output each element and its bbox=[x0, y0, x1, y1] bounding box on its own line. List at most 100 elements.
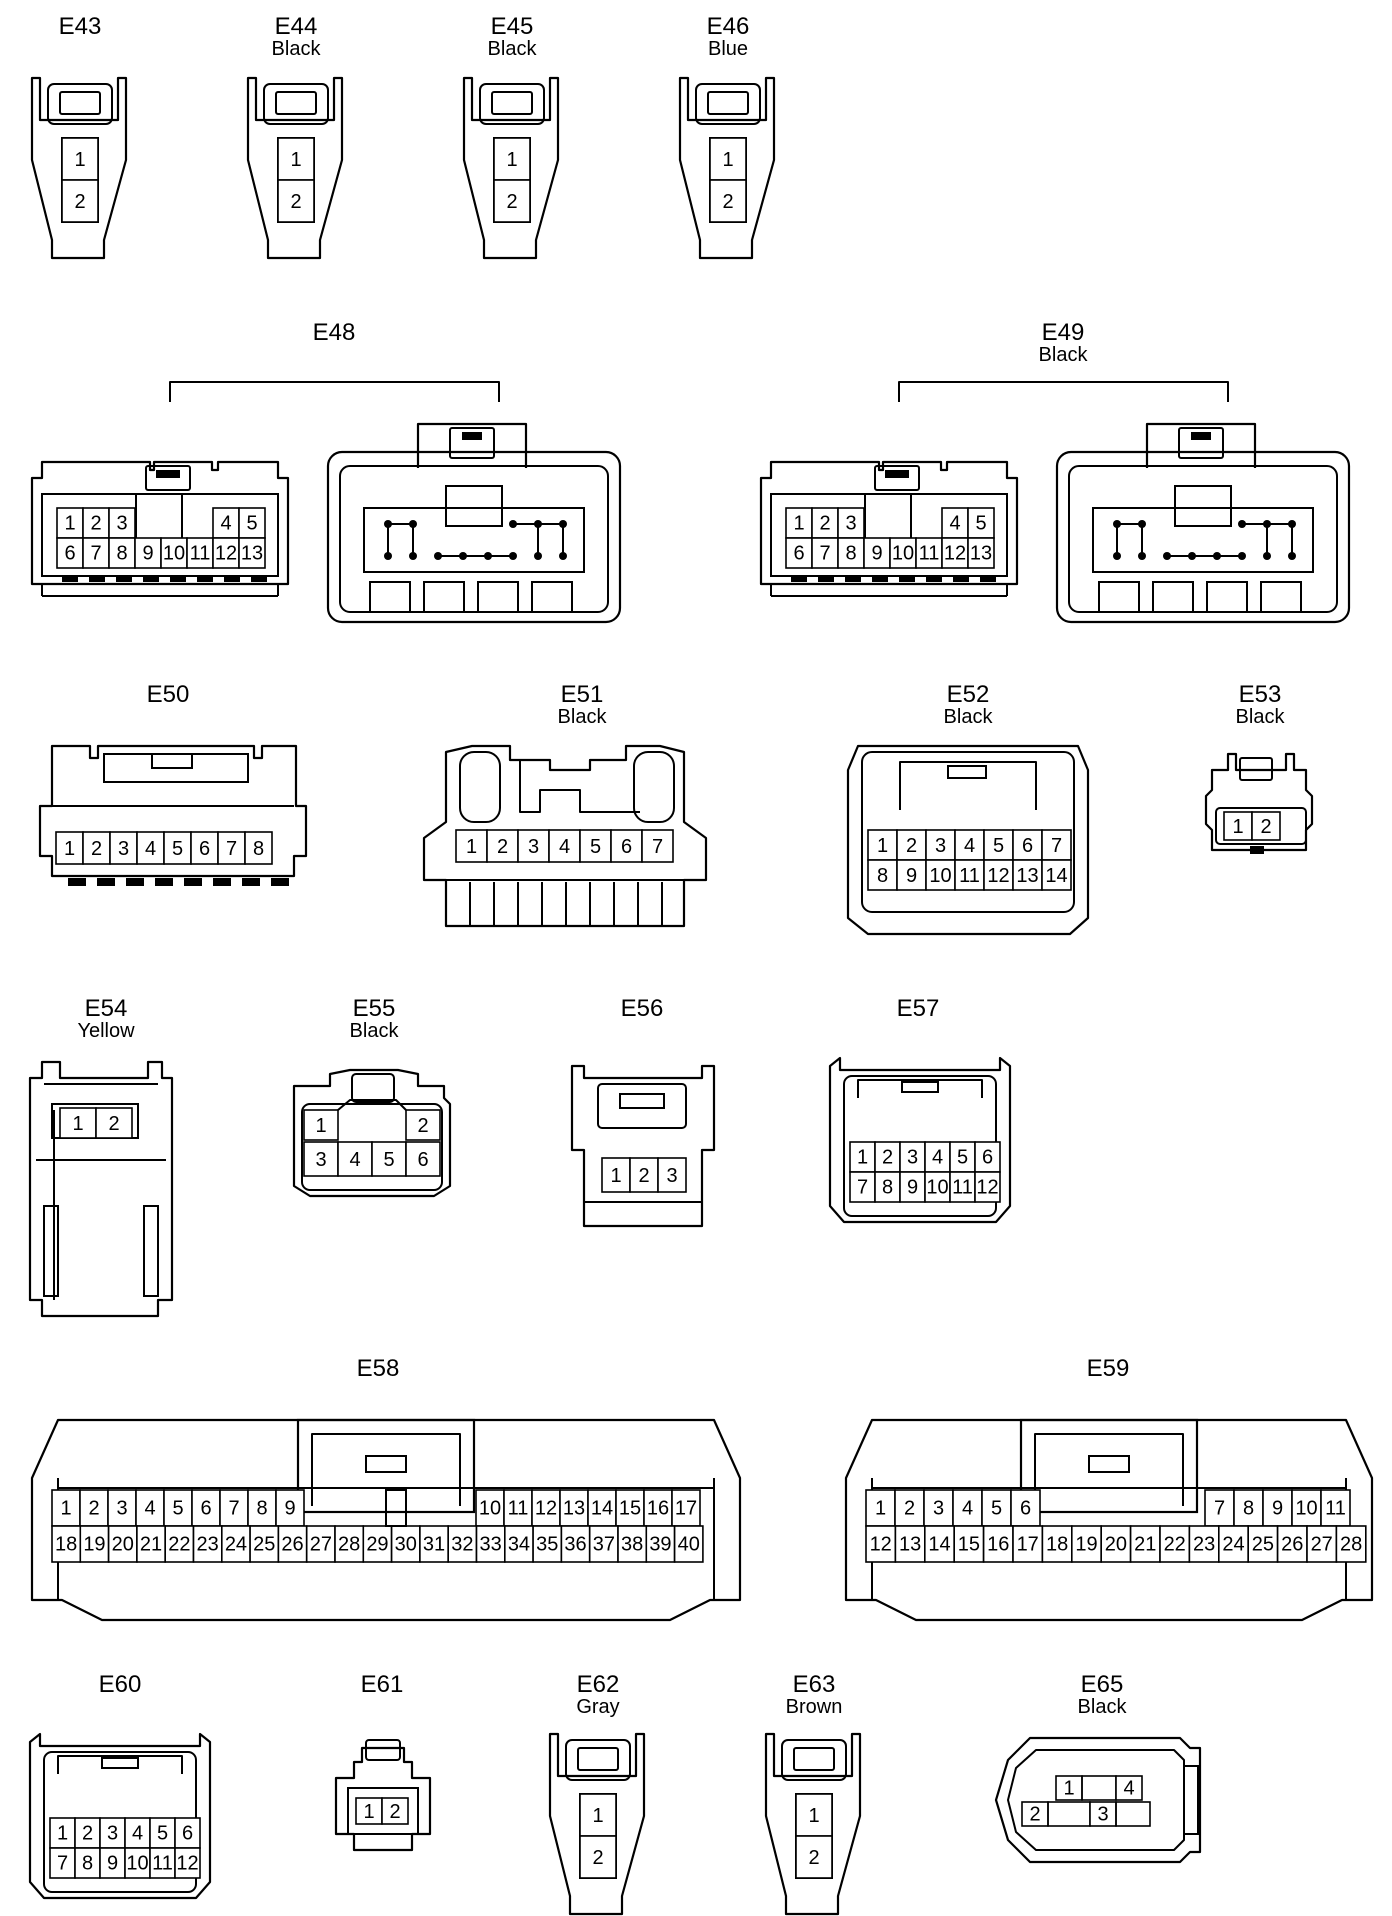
connector-code: E63 bbox=[793, 1671, 836, 1698]
connector-body bbox=[246, 76, 344, 260]
pin-number: 26 bbox=[1281, 1534, 1303, 1556]
pin-number: 34 bbox=[508, 1534, 530, 1556]
pin-number: 2 bbox=[82, 1823, 93, 1845]
connector-code: E57 bbox=[897, 995, 940, 1022]
pin-number: 12 bbox=[987, 865, 1009, 887]
pin-number: 13 bbox=[563, 1498, 585, 1520]
connector-body bbox=[828, 1056, 1012, 1224]
pin-number: 1 bbox=[610, 1165, 621, 1187]
pin-cell bbox=[160, 537, 188, 569]
latch-line bbox=[519, 760, 640, 813]
pin-cell bbox=[79, 1525, 110, 1563]
connector-code: E46 bbox=[707, 13, 750, 40]
pin-number: 3 bbox=[935, 835, 946, 857]
pin-number: 5 bbox=[590, 836, 601, 858]
header-latch bbox=[874, 465, 920, 491]
pin-number: 7 bbox=[652, 836, 663, 858]
pin-number: 17 bbox=[1017, 1534, 1039, 1556]
connector-color: Black bbox=[558, 706, 608, 728]
pin-number: 1 bbox=[857, 1147, 868, 1169]
pin-cell bbox=[967, 537, 995, 569]
connector-body bbox=[28, 1060, 174, 1318]
harness-foot bbox=[1098, 581, 1140, 613]
latch-tab bbox=[101, 1757, 139, 1769]
pin-number: 3 bbox=[116, 1498, 127, 1520]
pin-cell bbox=[277, 137, 315, 181]
connector-code: E51 bbox=[561, 681, 604, 708]
pin-cell bbox=[643, 1489, 673, 1527]
harness-body bbox=[326, 450, 622, 624]
pin-number: 16 bbox=[647, 1498, 669, 1520]
pin-number: 7 bbox=[857, 1177, 868, 1199]
pin-cell bbox=[381, 1797, 409, 1825]
pin-number: 24 bbox=[1222, 1534, 1244, 1556]
latch-line bbox=[857, 1079, 983, 1098]
pin-cell bbox=[362, 1525, 393, 1563]
pin-cell bbox=[305, 1525, 336, 1563]
latch-housing bbox=[263, 83, 329, 125]
pin-cell bbox=[475, 1525, 506, 1563]
pin-number: 6 bbox=[64, 543, 75, 565]
pin-number: 5 bbox=[246, 513, 257, 535]
pair-bracket bbox=[169, 381, 500, 402]
pin-cell bbox=[1115, 1775, 1143, 1801]
connector-color: Yellow bbox=[77, 1020, 135, 1042]
connector-color: Black bbox=[1039, 344, 1089, 366]
pin-cell bbox=[1100, 1525, 1132, 1563]
pin-number: 33 bbox=[480, 1534, 502, 1556]
connector-code: E52 bbox=[947, 681, 990, 708]
pin-number: 1 bbox=[60, 1498, 71, 1520]
pin-number: 2 bbox=[497, 836, 508, 858]
header-foot bbox=[89, 576, 105, 582]
pin-number: 26 bbox=[281, 1534, 303, 1556]
header-foot bbox=[899, 576, 915, 582]
pin-number: 11 bbox=[190, 543, 211, 565]
connector-code: E60 bbox=[99, 1671, 142, 1698]
pin-cell bbox=[503, 1525, 534, 1563]
pin-cell bbox=[486, 829, 519, 863]
pin-cell bbox=[532, 1525, 563, 1563]
pin-number: 4 bbox=[964, 835, 975, 857]
latch-housing bbox=[695, 83, 761, 125]
connector-body bbox=[292, 1068, 452, 1198]
pin-cell bbox=[164, 1525, 195, 1563]
pin-cell bbox=[1320, 1489, 1351, 1527]
connector-code: E53 bbox=[1239, 681, 1282, 708]
pin-number: 32 bbox=[451, 1534, 473, 1556]
latch-line bbox=[337, 1099, 407, 1111]
header-foot bbox=[62, 576, 78, 582]
connector-code: E48 bbox=[313, 319, 356, 346]
pin-cell bbox=[645, 1525, 676, 1563]
pin-cell bbox=[405, 1141, 441, 1177]
pin-cell bbox=[1010, 1489, 1041, 1527]
pin-cell bbox=[275, 1489, 305, 1527]
latch-line bbox=[57, 1755, 183, 1774]
pin-number: 9 bbox=[142, 543, 153, 565]
pin-number: 12 bbox=[535, 1498, 557, 1520]
pin-number: 7 bbox=[1214, 1498, 1225, 1520]
pin-number: 4 bbox=[1123, 1777, 1134, 1799]
connector-inner bbox=[1007, 1749, 1185, 1851]
pin-number: 2 bbox=[819, 513, 830, 535]
pin-cell bbox=[186, 537, 214, 569]
pin-number: 1 bbox=[722, 149, 733, 171]
harness-foot bbox=[1260, 581, 1302, 613]
pin-number: 21 bbox=[1134, 1534, 1156, 1556]
connector-code: E59 bbox=[1087, 1355, 1130, 1382]
pin-cell bbox=[249, 1525, 280, 1563]
pin-number: 3 bbox=[528, 836, 539, 858]
latch-housing bbox=[479, 83, 545, 125]
harness-foot bbox=[1152, 581, 1194, 613]
pin-number: 11 bbox=[152, 1853, 173, 1875]
empty-cavity bbox=[1081, 1775, 1117, 1801]
pin-number: 2 bbox=[389, 1801, 400, 1823]
